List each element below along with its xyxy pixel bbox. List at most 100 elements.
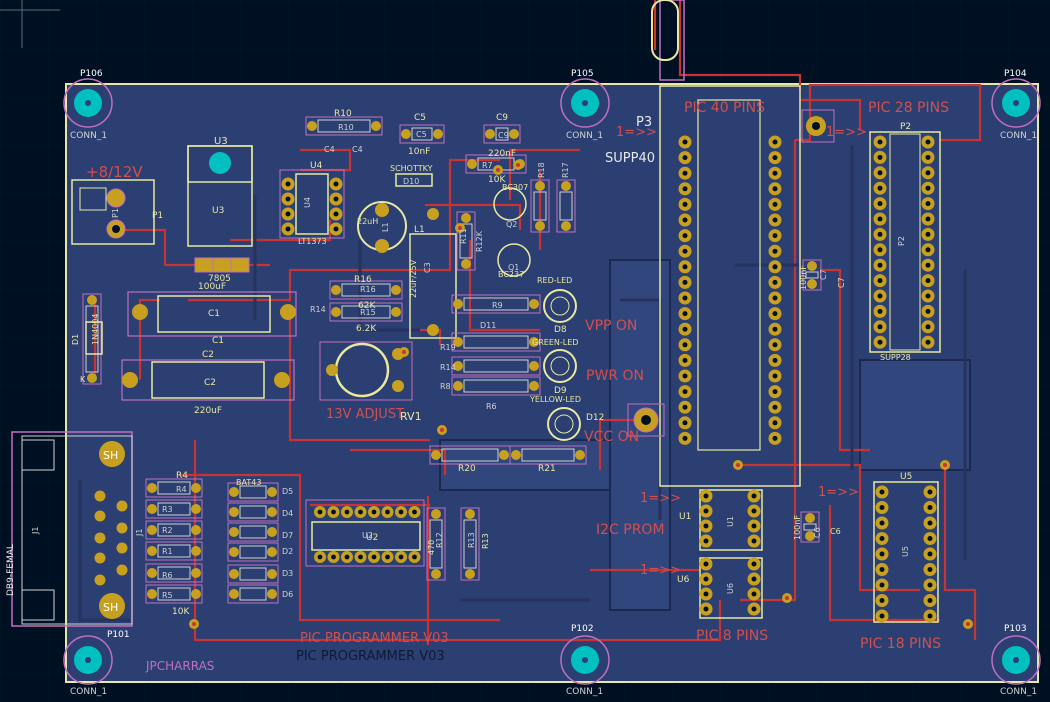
mount-hole-center [85, 100, 91, 106]
u2-pad-hole [412, 509, 417, 515]
label-c5-value: 10nF [408, 147, 430, 157]
label-p1-fab: P1 [111, 208, 120, 218]
supp28-pad-hole [925, 231, 931, 237]
label-p2-fab: P2 [897, 236, 906, 246]
db9-connector-j1[interactable] [11, 431, 133, 627]
label-supp40: SUPP40 [605, 151, 655, 166]
label-conn1-e: CONN_1 [566, 687, 603, 697]
label-d3: D3 [282, 569, 293, 578]
u1-pad-hole [703, 538, 709, 544]
db9-pad [94, 510, 106, 522]
label-u5-ref: U5 [900, 472, 912, 482]
label-c5-fab: C5 [416, 130, 427, 139]
passive-footprints[interactable] [82, 116, 822, 604]
u6-pad-hole [751, 606, 757, 612]
label-u2-fab: U2 [362, 531, 373, 540]
p1-power-connector[interactable] [71, 179, 155, 245]
label-pic40: PIC 40 PINS [684, 100, 765, 116]
u2-pad-hole [331, 509, 336, 515]
label-u1-ref: U1 [679, 512, 691, 522]
socket-u1-u6[interactable] [699, 489, 763, 619]
u2-pad-hole [398, 554, 404, 560]
label-r17: R17 [561, 162, 570, 178]
label-l1-ref: L1 [414, 225, 425, 235]
copper-traces[interactable] [93, 0, 982, 645]
inductor-l1[interactable] [357, 201, 407, 253]
via-center [736, 463, 740, 467]
supp40-pad-hole [772, 404, 778, 410]
label-d10: D10 [403, 177, 419, 186]
label-7805: 7805 [208, 274, 231, 284]
via-center [458, 226, 462, 230]
label-vpp-on: VPP ON [585, 318, 637, 334]
label-supp28: SUPP28 [880, 353, 911, 362]
supp40-pad-hole [682, 311, 688, 317]
ic-u2[interactable] [305, 499, 425, 567]
d1-diode[interactable] [85, 321, 103, 355]
rv1-trimmer[interactable] [319, 341, 413, 401]
resistor-footprint [227, 522, 279, 542]
transistor-q1[interactable] [497, 243, 531, 277]
mount-hole-center [1013, 100, 1019, 106]
label-r4-ref: R4 [176, 471, 188, 481]
capacitor-c1[interactable] [127, 291, 297, 337]
mount-hole-center [1013, 657, 1019, 663]
label-vcc-on: VCC ON [584, 429, 639, 445]
label-r5-fab: R5 [162, 591, 173, 600]
resistor-footprint [556, 179, 576, 233]
supp40-pad-hole [682, 139, 688, 145]
capacitor-c3[interactable] [409, 208, 457, 339]
mount-hole-ring [560, 78, 610, 128]
supp28-pad-hole [877, 324, 883, 330]
label-c1-ref: C1 [212, 336, 224, 346]
label-conn1-d: CONN_1 [70, 687, 107, 697]
supp40-pad-hole [682, 295, 688, 301]
led-d12[interactable] [547, 407, 581, 441]
socket-supp40[interactable] [659, 85, 801, 487]
supp40-pad-hole [682, 279, 688, 285]
label-d7: D7 [282, 531, 293, 540]
socket-u5[interactable] [873, 481, 939, 623]
label-c9-value: 220nF [488, 149, 516, 159]
supp40-pad-hole [682, 155, 688, 161]
label-pic8: PIC 8 PINS [696, 628, 768, 644]
resistor-footprint [145, 478, 203, 498]
resistor-footprint [145, 499, 203, 519]
u5-pad-hole [927, 536, 933, 541]
supp28-pad-hole [877, 170, 883, 176]
label-u2-ref: U2 [366, 533, 378, 543]
supp28-pad-hole [925, 216, 931, 222]
supp28-pad-hole [877, 293, 883, 299]
label-l1-fab: L1 [381, 222, 390, 232]
label-u6-ref: U6 [677, 575, 690, 585]
socket-supp28[interactable] [869, 131, 941, 353]
resistor-footprint [145, 520, 203, 540]
supp40-pad-hole [772, 357, 778, 363]
led-d9[interactable] [543, 349, 577, 383]
supp28-pad-hole [877, 262, 883, 268]
ic-u4[interactable] [279, 169, 345, 239]
u3-regulator[interactable] [187, 145, 253, 273]
capacitor-c2[interactable] [121, 359, 295, 401]
led-d8[interactable] [543, 289, 577, 323]
supp40-pad-hole [682, 420, 688, 426]
transistor-q2[interactable] [493, 187, 527, 221]
label-r14b: R14 [310, 305, 326, 314]
label-d8-ref: D8 [554, 325, 567, 335]
u5-pads [875, 485, 937, 623]
mounting-holes[interactable] [63, 78, 1041, 685]
supp28-pad-hole [925, 262, 931, 268]
via-center [966, 622, 970, 626]
u2-pad-hole [317, 554, 323, 560]
label-p3: P3 [636, 115, 652, 130]
resistor-footprint [227, 542, 279, 562]
supp28-pad-hole [925, 170, 931, 176]
supp28-pad-hole [877, 231, 883, 237]
label-p103: P103 [1004, 624, 1027, 634]
supp28-pad-hole [877, 154, 883, 160]
d10-diode[interactable] [395, 173, 433, 187]
resistor-footprint [399, 124, 445, 144]
label-conn1-c: CONN_1 [1000, 131, 1037, 141]
